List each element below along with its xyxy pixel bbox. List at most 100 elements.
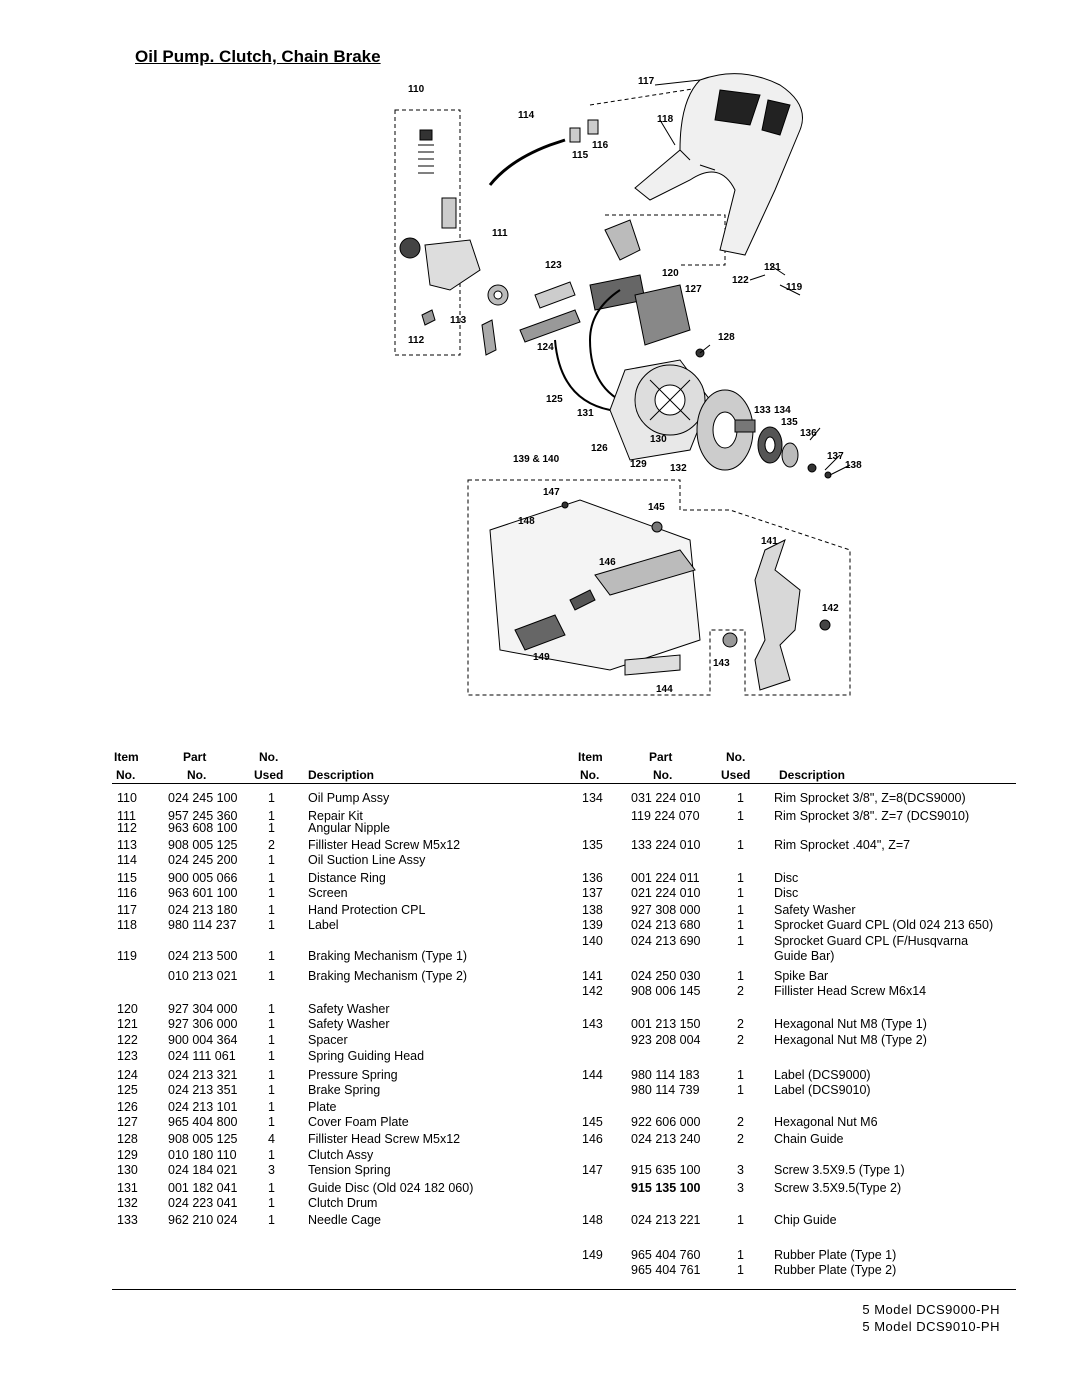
- cell-used: 2: [737, 984, 744, 998]
- cell-item: 142: [582, 984, 603, 998]
- cell-desc: Braking Mechanism (Type 2): [308, 969, 468, 983]
- cell-used: 1: [268, 1181, 275, 1195]
- cell-used: 1: [737, 1263, 744, 1277]
- callout-146: 146: [599, 557, 616, 568]
- callout-141: 141: [761, 536, 778, 547]
- cell-desc: Hexagonal Nut M6: [774, 1115, 878, 1129]
- cell-desc: Rubber Plate (Type 2): [774, 1263, 897, 1277]
- cell-part: 024 213 680: [631, 918, 701, 932]
- callout-147: 147: [543, 487, 560, 498]
- cell-desc: Fillister Head Screw M6x14: [774, 984, 927, 998]
- cell-item: 144: [582, 1068, 603, 1082]
- callout-127: 127: [685, 284, 702, 295]
- callout-135: 135: [781, 417, 798, 428]
- cell-part: 965 404 761: [631, 1263, 701, 1277]
- cell-desc: Safety Washer: [774, 903, 856, 917]
- header-item-right: Item: [578, 750, 603, 764]
- cell-used: 3: [737, 1163, 744, 1177]
- cell-part: 024 111 061: [168, 1049, 236, 1063]
- cell-used: 1: [268, 1213, 275, 1227]
- cell-item: 110: [117, 791, 137, 805]
- cell-part: 923 208 004: [631, 1033, 701, 1047]
- header-item-no-right: No.: [580, 768, 600, 782]
- cell-part: 133 224 010: [631, 838, 701, 852]
- cell-part: 908 006 145: [631, 984, 701, 998]
- callout-124: 124: [537, 342, 554, 353]
- cell-desc: Rim Sprocket 3/8". Z=7 (DCS9010): [774, 809, 970, 823]
- cell-item: 149: [582, 1248, 603, 1262]
- cell-used: 1: [737, 934, 744, 948]
- cell-used: 1: [737, 1083, 744, 1097]
- callout-142: 142: [822, 603, 839, 614]
- cell-desc: Guide Bar): [774, 949, 835, 963]
- cell-desc: Chain Guide: [774, 1132, 844, 1146]
- oil-suction-line-drawing: [488, 119, 599, 186]
- cell-part: 980 114 739: [631, 1083, 700, 1097]
- cell-desc: Brake Spring: [308, 1083, 381, 1097]
- cell-used: 1: [737, 1068, 744, 1082]
- cell-desc: Screen: [308, 886, 348, 900]
- cell-desc: Label: [308, 918, 339, 932]
- header-rule: [112, 783, 1016, 784]
- cell-item: 114: [117, 853, 137, 867]
- cell-used: 1: [268, 1017, 275, 1031]
- header-description-right: Description: [779, 768, 846, 782]
- cell-used: 1: [268, 969, 275, 983]
- cell-part: 024 245 100: [168, 791, 238, 805]
- cell-used: 1: [268, 1002, 275, 1016]
- cell-item: 147: [582, 1163, 603, 1177]
- callout-138: 138: [845, 460, 862, 471]
- cell-desc: Spring Guiding Head: [308, 1049, 425, 1063]
- cell-used: 1: [268, 918, 275, 932]
- cell-item: 124: [117, 1068, 138, 1082]
- cell-desc: Fillister Head Screw M5x12: [308, 838, 461, 852]
- cell-used: 1: [268, 853, 275, 867]
- page-title: Oil Pump. Clutch, Chain Brake: [135, 47, 381, 66]
- cell-used: 2: [737, 1017, 744, 1031]
- cell-part: 024 213 351: [168, 1083, 238, 1097]
- callout-121: 121: [764, 262, 781, 273]
- cell-desc: Sprocket Guard CPL (Old 024 213 650): [774, 918, 994, 932]
- cell-used: 1: [737, 1213, 744, 1227]
- cell-desc: Tension Spring: [308, 1163, 391, 1177]
- cell-part: 010 213 021: [168, 969, 238, 983]
- cell-part: 915 635 100: [631, 1163, 701, 1177]
- cell-part: 021 224 010: [631, 886, 701, 900]
- cell-desc: Needle Cage: [308, 1213, 381, 1227]
- callout-114: 114: [518, 110, 535, 121]
- cell-item: 112: [117, 821, 137, 835]
- model-line-2: 5 Model DCS9010-PH: [862, 1319, 1000, 1334]
- cell-desc: Screw 3.5X9.5 (Type 1): [774, 1163, 905, 1177]
- cell-used: 3: [737, 1181, 744, 1195]
- footer-rule: [112, 1289, 1016, 1290]
- cell-part: 965 404 800: [168, 1115, 238, 1129]
- cell-item: 133: [117, 1213, 138, 1227]
- cell-desc: Fillister Head Screw M5x12: [308, 1132, 461, 1146]
- cell-desc: Chip Guide: [774, 1213, 837, 1227]
- cell-used: 1: [737, 1248, 744, 1262]
- cell-part: 962 210 024: [168, 1213, 238, 1227]
- cell-part: 024 213 240: [631, 1132, 701, 1146]
- cell-part: 957 245 360: [168, 809, 238, 823]
- cell-part: 024 213 180: [168, 903, 238, 917]
- cell-used: 1: [268, 1196, 275, 1210]
- cell-used: 1: [737, 871, 744, 885]
- cell-item: 143: [582, 1017, 603, 1031]
- cell-part: 900 004 364: [168, 1033, 238, 1047]
- cell-part: 963 601 100: [168, 886, 238, 900]
- callout-136: 136: [800, 428, 817, 439]
- header-used-no: No.: [259, 750, 279, 764]
- cell-part: 908 005 125: [168, 838, 238, 852]
- cell-used: 1: [268, 1083, 275, 1097]
- cell-desc: Hand Protection CPL: [308, 903, 426, 917]
- cell-used: 3: [268, 1163, 275, 1177]
- cell-item: 138: [582, 903, 603, 917]
- cell-item: 136: [582, 871, 603, 885]
- cell-item: 148: [582, 1213, 603, 1227]
- oil-pump-group-frame: [394, 109, 461, 356]
- cell-desc: Sprocket Guard CPL (F/Husqvarna: [774, 934, 969, 948]
- cell-item: 129: [117, 1148, 138, 1162]
- callout-134: 134: [774, 405, 791, 416]
- cell-used: 1: [268, 1115, 275, 1129]
